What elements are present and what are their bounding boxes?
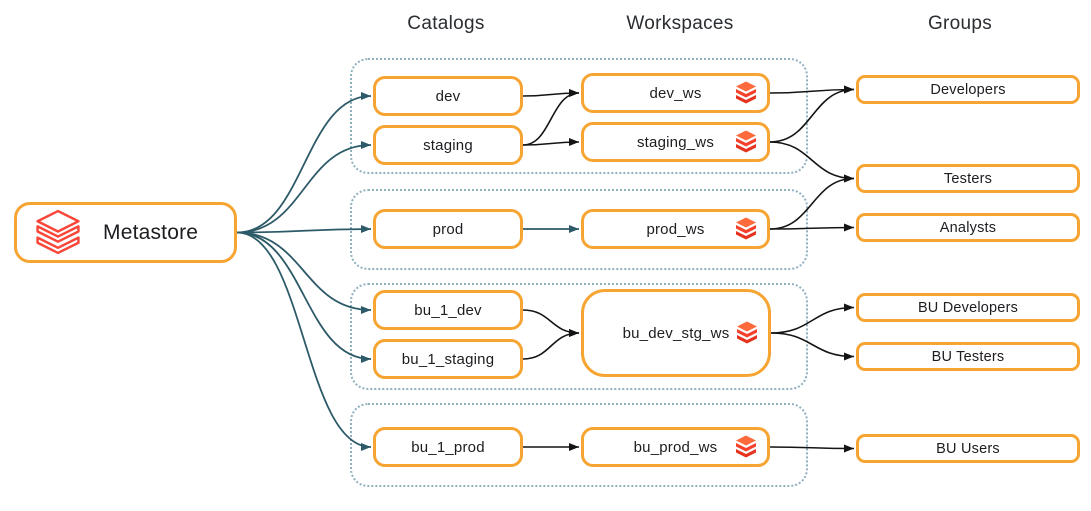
node-prod: prod: [373, 209, 523, 249]
bu-1-staging-label: bu_1_staging: [401, 350, 495, 368]
dev-ws-label: dev_ws: [649, 84, 702, 102]
metastore-label: Metastore: [103, 220, 199, 244]
databricks-outline-icon: [33, 209, 83, 256]
databricks-logo-icon: [734, 130, 758, 154]
node-bu-developers: BU Developers: [856, 293, 1080, 322]
bu-developers-label: BU Developers: [917, 299, 1019, 316]
node-bu-1-prod: bu_1_prod: [373, 427, 523, 467]
bu-users-label: BU Users: [936, 440, 1000, 457]
node-testers: Testers: [856, 164, 1080, 193]
node-dev: dev: [373, 76, 523, 116]
node-staging: staging: [373, 125, 523, 165]
node-bu-dev-stg-ws: bu_dev_stg_ws: [581, 289, 771, 377]
node-bu-prod-ws: bu_prod_ws: [581, 427, 770, 467]
prod-ws-label: prod_ws: [646, 220, 705, 238]
dev-label: dev: [435, 87, 461, 105]
node-bu-users: BU Users: [856, 434, 1080, 463]
databricks-logo-icon: [734, 217, 758, 241]
bu-testers-label: BU Testers: [931, 348, 1005, 365]
analysts-label: Analysts: [939, 219, 997, 236]
testers-label: Testers: [943, 170, 993, 187]
bu-prod-ws-label: bu_prod_ws: [633, 438, 718, 456]
node-analysts: Analysts: [856, 213, 1080, 242]
developers-label: Developers: [930, 81, 1006, 98]
node-bu-testers: BU Testers: [856, 342, 1080, 371]
node-bu-1-staging: bu_1_staging: [373, 339, 523, 379]
node-staging-ws: staging_ws: [581, 122, 770, 162]
databricks-logo-icon: [735, 321, 759, 345]
prod-label: prod: [432, 220, 464, 238]
staging-ws-label: staging_ws: [636, 133, 715, 151]
node-dev-ws: dev_ws: [581, 73, 770, 113]
node-metastore: Metastore: [14, 202, 237, 263]
bu-dev-stg-ws-label: bu_dev_stg_ws: [622, 324, 730, 342]
node-developers: Developers: [856, 75, 1080, 104]
bu-1-dev-label: bu_1_dev: [414, 301, 482, 319]
staging-label: staging: [423, 136, 473, 154]
bu-1-prod-label: bu_1_prod: [411, 438, 485, 456]
databricks-logo-icon: [734, 81, 758, 105]
node-prod-ws: prod_ws: [581, 209, 770, 249]
column-header-catalogs: Catalogs: [407, 13, 485, 34]
node-bu-1-dev: bu_1_dev: [373, 290, 523, 330]
column-header-groups: Groups: [927, 13, 993, 34]
databricks-logo-icon: [734, 435, 758, 459]
column-header-workspaces: Workspaces: [626, 13, 734, 34]
